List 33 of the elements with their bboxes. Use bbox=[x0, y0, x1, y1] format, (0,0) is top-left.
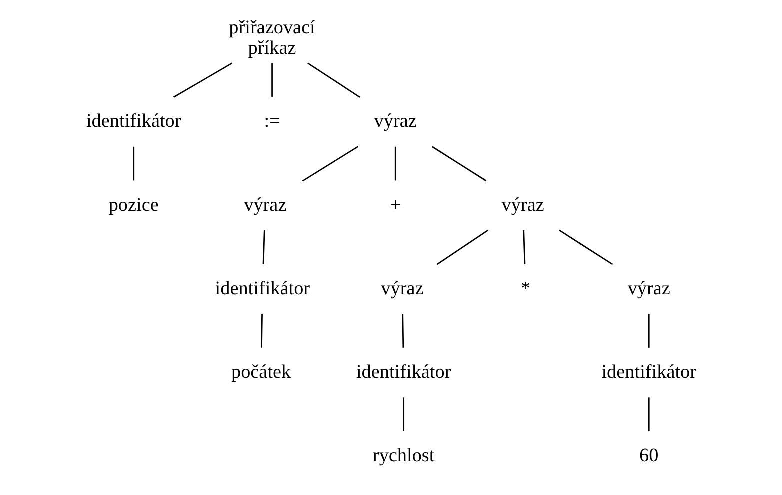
connector bbox=[402, 314, 404, 348]
node-text: výraz bbox=[501, 194, 544, 216]
node-text: výraz bbox=[627, 278, 670, 300]
connector bbox=[260, 314, 262, 348]
node-text: identifikátor bbox=[356, 362, 451, 383]
node-text: přiřazovací příkaz bbox=[228, 17, 315, 59]
node-text: 60 bbox=[639, 446, 658, 467]
connector bbox=[558, 230, 613, 266]
node-text: * bbox=[520, 278, 530, 300]
node-text: identifikátor bbox=[86, 111, 181, 132]
connector bbox=[302, 146, 358, 182]
connector bbox=[648, 398, 650, 432]
connector bbox=[648, 314, 650, 348]
node-text: := bbox=[264, 111, 280, 132]
connector bbox=[307, 62, 360, 98]
connector bbox=[262, 230, 265, 264]
node-text: identifikátor bbox=[601, 362, 696, 383]
node-text: rychlost bbox=[372, 446, 434, 467]
connector bbox=[436, 230, 488, 266]
node-text: počátek bbox=[231, 362, 291, 383]
connector bbox=[132, 146, 134, 181]
connector bbox=[172, 62, 232, 98]
connector bbox=[432, 146, 486, 182]
node-text: + bbox=[390, 194, 401, 216]
node-text: výraz bbox=[244, 194, 286, 216]
node-text: pozice bbox=[108, 194, 158, 216]
connector bbox=[522, 230, 526, 264]
node-text: výraz bbox=[380, 278, 424, 300]
connector bbox=[394, 146, 396, 181]
connector bbox=[271, 63, 272, 98]
connector bbox=[402, 398, 404, 432]
node-text: výraz bbox=[374, 111, 416, 132]
node-text: identifikátor bbox=[214, 278, 310, 300]
